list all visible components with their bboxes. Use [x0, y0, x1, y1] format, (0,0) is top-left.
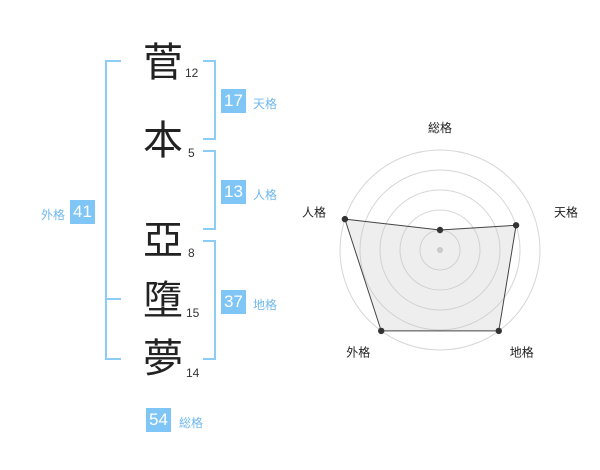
stroke-count-1: 12 — [185, 66, 199, 80]
radar-axis-label-3: 外格 — [346, 345, 370, 360]
jinkaku-badge: 13 — [221, 180, 246, 204]
radar-point-4 — [341, 215, 349, 223]
jinkaku-bracket — [203, 150, 216, 230]
radar-axis-label-4: 人格 — [302, 204, 326, 219]
gaikaku-label: 外格 — [41, 208, 66, 222]
stroke-count-4: 15 — [186, 306, 200, 320]
stroke-count-2: 5 — [188, 146, 195, 160]
tenkaku-badge: 17 — [221, 89, 246, 113]
radar-ring-4 — [359, 169, 521, 331]
stroke-count-5: 14 — [186, 366, 200, 380]
radar-axis-label-0: 総格 — [428, 120, 452, 135]
name-char-2: 本 — [143, 118, 183, 164]
gaikaku-bracket-divider — [105, 298, 121, 300]
chikaku-bracket — [203, 240, 216, 360]
gaikaku-badge: 41 — [70, 200, 95, 224]
soukaku-badge: 54 — [146, 408, 171, 432]
name-char-1: 菅 — [143, 40, 183, 86]
tenkaku-label: 天格 — [253, 97, 278, 111]
name-char-4: 墮 — [143, 278, 183, 324]
radar-point-1 — [512, 222, 520, 229]
name-char-3: 亞 — [143, 218, 183, 264]
name-char-5: 夢 — [143, 336, 183, 382]
radar-polygon — [344, 218, 517, 332]
soukaku-label: 総格 — [179, 416, 204, 430]
chikaku-label: 地格 — [253, 298, 278, 312]
radar-point-2 — [495, 327, 502, 335]
radar-ring-2 — [399, 209, 481, 291]
radar-point-3 — [378, 327, 385, 335]
radar-axis-label-2: 地格 — [510, 345, 534, 360]
radar-axis-label-1: 天格 — [554, 204, 578, 219]
radar-ring-5 — [339, 149, 541, 351]
radar-ring-3 — [379, 189, 501, 311]
chikaku-badge: 37 — [221, 290, 246, 314]
tenkaku-bracket — [203, 60, 216, 140]
stroke-count-3: 8 — [188, 246, 195, 260]
radar-point-0 — [436, 226, 444, 234]
radar-center-dot — [437, 247, 443, 253]
gaikaku-bracket — [105, 60, 121, 360]
jinkaku-label: 人格 — [253, 188, 278, 202]
